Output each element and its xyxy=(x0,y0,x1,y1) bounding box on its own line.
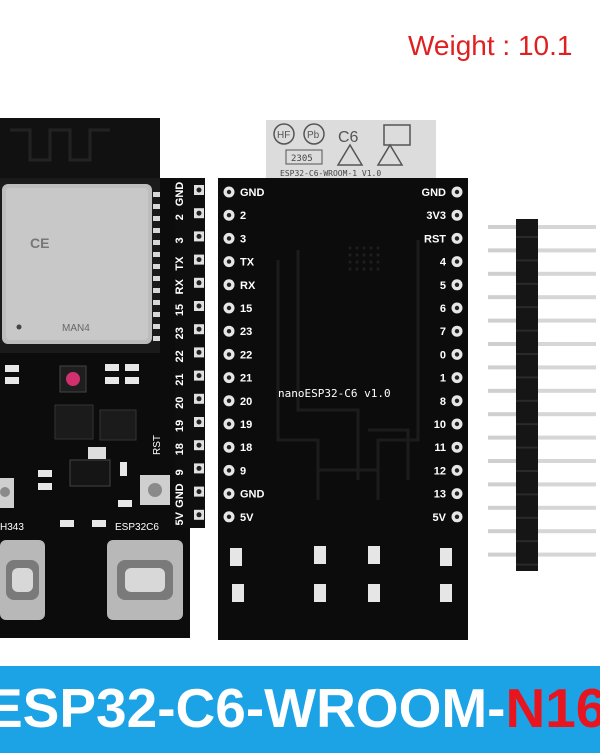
usb-label-left: H343 xyxy=(0,522,24,533)
front-antenna xyxy=(0,118,160,180)
header-pin xyxy=(538,388,596,393)
header-pin xyxy=(488,248,516,253)
header-pin xyxy=(538,505,596,510)
header-pin xyxy=(538,295,596,300)
back-pin-label-right: 4 xyxy=(440,257,447,269)
usb-label-right: ESP32C6 xyxy=(115,522,159,533)
module-sticker xyxy=(266,120,436,178)
module-ce-mark: CE xyxy=(30,235,49,251)
model-suffix: N16R8 xyxy=(505,677,600,739)
back-pin-label-right: GND xyxy=(422,187,447,199)
back-pin-label-left: 15 xyxy=(240,303,252,315)
front-pin-label: TX xyxy=(174,256,186,271)
back-pin-label-left: TX xyxy=(240,257,255,269)
header-pin xyxy=(488,225,516,229)
weight-label: Weight : 10.1 xyxy=(408,30,573,61)
model-prefix: ESP32-C6-WROOM- xyxy=(0,677,506,739)
header-pin xyxy=(538,459,596,463)
front-pin-label: 22 xyxy=(174,350,186,362)
back-pin-label-right: RST xyxy=(424,233,446,245)
pb-mark: Pb xyxy=(307,130,320,141)
model-name: ESP32-C6-WROOM-N16R8 xyxy=(0,676,600,740)
hf-mark: HF xyxy=(277,130,290,141)
header-pin xyxy=(488,459,516,463)
back-pin-label-left: 3 xyxy=(240,233,246,245)
back-pin-label-right: 3V3 xyxy=(426,210,446,222)
module-model: ESP32-C6-WROOM-1 V1.0 xyxy=(280,169,381,178)
header-pin xyxy=(488,505,516,510)
back-pin-label-right: 8 xyxy=(440,396,446,408)
back-pin-label-left: 22 xyxy=(240,349,252,361)
back-pin-label-right: 5V xyxy=(433,512,447,524)
front-pin-label: 3 xyxy=(174,237,186,243)
header-pin xyxy=(488,529,516,534)
back-pin-label-left: 20 xyxy=(240,396,252,408)
front-pin-label: 9 xyxy=(174,469,186,475)
header-pin xyxy=(538,552,596,557)
back-pin-label-right: 0 xyxy=(440,349,446,361)
header-pin xyxy=(538,342,596,346)
front-pin-label: 23 xyxy=(174,327,186,339)
rst-label: RST xyxy=(152,435,163,455)
back-pin-label-left: 9 xyxy=(240,465,246,477)
header-pin xyxy=(488,271,516,276)
front-pin-label: RX xyxy=(174,278,186,294)
front-pin-label: 21 xyxy=(174,373,186,385)
front-pin-label: GND xyxy=(174,483,186,508)
back-pin-label-right: 12 xyxy=(434,465,446,477)
header-pin xyxy=(538,271,596,276)
front-pin-label: 18 xyxy=(174,443,186,455)
header-pin xyxy=(538,318,596,323)
header-pin xyxy=(538,412,596,417)
model-banner: ESP32-C6-WROOM-N16R8 xyxy=(0,666,600,753)
module-man-mark: MAN4 xyxy=(62,323,90,334)
header-pin xyxy=(538,435,596,440)
usb-c-connector xyxy=(0,540,45,620)
header-pin xyxy=(538,225,596,229)
back-pin-label-left: 21 xyxy=(240,373,252,385)
back-pin-label-left: RX xyxy=(240,280,256,292)
back-pin-label-right: 6 xyxy=(440,303,446,315)
header-pin xyxy=(488,342,516,346)
front-pin-label: 19 xyxy=(174,420,186,432)
date-code: 2305 xyxy=(291,154,313,164)
header-pin xyxy=(488,295,516,300)
back-pin-label-left: 2 xyxy=(240,210,246,222)
back-pin-label-right: 13 xyxy=(434,489,446,501)
header-pin xyxy=(538,529,596,534)
back-pin-label-left: 5V xyxy=(240,512,254,524)
front-pin-label: GND xyxy=(174,182,186,207)
back-pin-label-right: 10 xyxy=(434,419,446,431)
back-pin-label-left: 19 xyxy=(240,419,252,431)
back-pin-label-right: 5 xyxy=(440,280,446,292)
header-pin xyxy=(488,435,516,440)
pin-header-strip xyxy=(488,219,596,571)
back-pin-label-left: 18 xyxy=(240,442,252,454)
back-pin-label-right: 11 xyxy=(434,442,446,454)
svg-text:C6: C6 xyxy=(338,129,359,146)
header-pin xyxy=(488,552,516,557)
header-pin xyxy=(538,482,596,487)
header-pin xyxy=(488,318,516,323)
header-pin xyxy=(488,412,516,417)
header-pin xyxy=(488,388,516,393)
front-pin-label: 2 xyxy=(174,214,186,220)
board-title: nanoESP32-C6 v1.0 xyxy=(278,387,391,400)
back-pin-label-left: GND xyxy=(240,187,265,199)
header-pin xyxy=(488,365,516,370)
back-pin-label-right: 1 xyxy=(440,373,446,385)
back-pin-label-right: 7 xyxy=(440,326,446,338)
front-pin-label: 20 xyxy=(174,397,186,409)
front-pin-label: 15 xyxy=(174,304,186,316)
header-pin xyxy=(538,248,596,253)
back-pin-label-left: 23 xyxy=(240,326,252,338)
back-pin-label-left: GND xyxy=(240,489,265,501)
back-board: HF Pb C6 2305 ESP32-C6-WROOM-1 V1.0 GND2… xyxy=(218,120,468,640)
header-pin xyxy=(538,365,596,370)
header-pin xyxy=(488,482,516,487)
front-pin-label: 5V xyxy=(174,511,186,525)
usb-c-connector xyxy=(107,540,183,620)
